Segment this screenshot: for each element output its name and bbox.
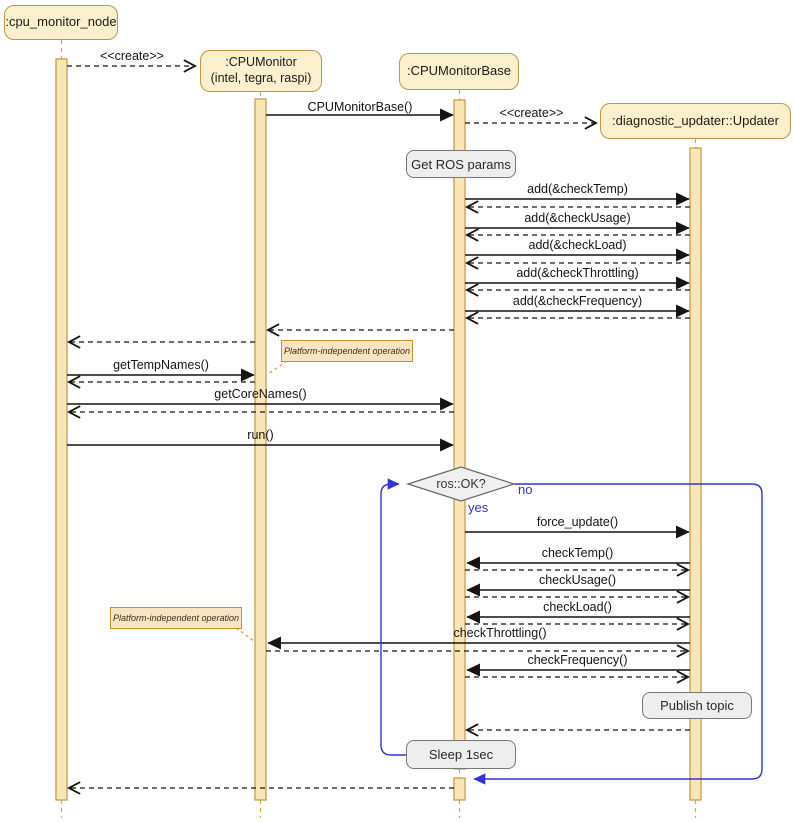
call-arrows — [67, 108, 690, 677]
message-label-gettempnames: getTempNames() — [113, 358, 209, 372]
participant-label: :CPUMonitor — [225, 55, 297, 70]
message-label-add-checkusage: add(&checkUsage) — [524, 211, 631, 225]
activation-bars — [55, 58, 702, 801]
message-label-force-update: force_update() — [536, 515, 619, 529]
loop-exit-path — [473, 483, 763, 785]
message-label-create-1: <<create>> — [100, 49, 164, 63]
note-platform-independent-1: Platform-independent operation — [281, 340, 413, 362]
participant-cpu-monitor-node: :cpu_monitor_node — [4, 5, 118, 40]
decision-no-label: no — [518, 482, 533, 497]
message-label-cpumonitorbase: CPUMonitorBase() — [307, 100, 413, 114]
message-label-add-checktemp: add(&checkTemp) — [527, 182, 628, 196]
message-label-checkload: checkLoad() — [543, 600, 612, 614]
activation-cpu-monitor-node — [55, 58, 68, 801]
activation-updater — [689, 147, 702, 801]
participant-label: :CPUMonitorBase — [406, 63, 512, 79]
participant-sublabel: (intel, tegra, raspi) — [210, 71, 312, 85]
message-label-add-checkload: add(&checkLoad) — [528, 238, 627, 252]
message-label-add-checkthrottling: add(&checkThrottling) — [516, 266, 639, 280]
participant-cpu-monitor: :CPUMonitor (intel, tegra, raspi) — [200, 50, 322, 92]
note-label: Platform-independent operation — [283, 346, 411, 356]
message-label-add-checkfrequency: add(&checkFrequency) — [512, 294, 643, 308]
note-platform-independent-2: Platform-independent operation — [110, 607, 242, 629]
message-label-checkusage: checkUsage() — [538, 573, 617, 587]
decision-condition-label: ros::OK? — [436, 477, 486, 491]
action-label: Get ROS params — [411, 156, 511, 172]
action-label: Publish topic — [660, 698, 734, 713]
message-label-checkfrequency: checkFrequency() — [527, 653, 628, 667]
activation-cpu-monitor-base-tail — [453, 777, 466, 801]
message-label-checkthrottling: checkThrottling() — [453, 626, 547, 640]
create-arrows — [67, 66, 596, 123]
activation-cpu-monitor-base — [453, 99, 466, 770]
note-label: Platform-independent operation — [112, 613, 240, 623]
participant-diagnostic-updater: :diagnostic_updater::Updater — [600, 103, 791, 139]
note-connectors — [235, 360, 288, 642]
message-label-checktemp: checkTemp() — [541, 546, 614, 560]
message-label-create-2: <<create>> — [499, 106, 564, 120]
message-label-getcorenames: getCoreNames() — [214, 387, 307, 401]
lifelines — [60, 40, 697, 818]
participant-label: :cpu_monitor_node — [5, 14, 117, 30]
message-label-run: run() — [247, 428, 274, 442]
loop-back-path — [380, 478, 406, 756]
decision-diamond — [406, 466, 516, 502]
action-publish-topic: Publish topic — [642, 692, 752, 719]
action-get-ros-params: Get ROS params — [406, 150, 516, 178]
action-sleep-1sec: Sleep 1sec — [406, 740, 516, 769]
participant-cpu-monitor-base: :CPUMonitorBase — [399, 53, 519, 90]
action-label: Sleep 1sec — [428, 747, 494, 762]
activation-cpu-monitor — [254, 98, 267, 801]
loop-flow — [380, 466, 763, 785]
decision-yes-label: yes — [468, 500, 489, 515]
return-arrows — [69, 207, 690, 788]
participant-label: :diagnostic_updater::Updater — [612, 112, 779, 128]
